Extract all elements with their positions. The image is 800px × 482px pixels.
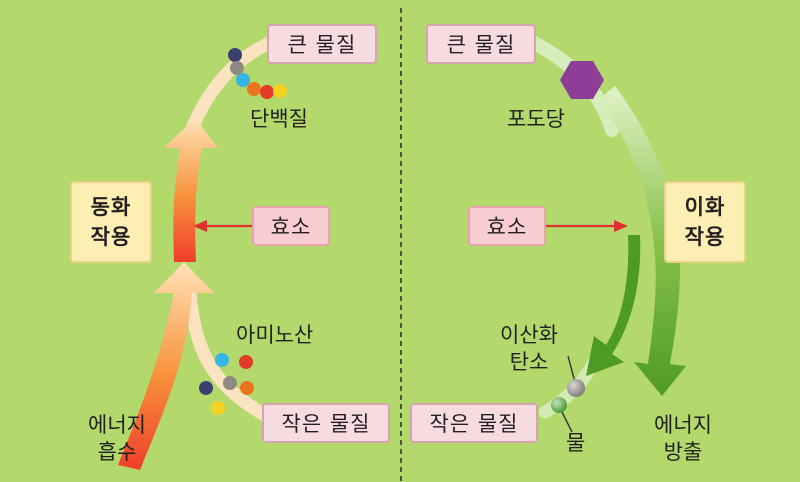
anabolism-small-material-box: 작은 물질 (262, 403, 390, 443)
co2-highlight (567, 379, 585, 397)
catabolism-arrow (598, 86, 686, 396)
protein-label: 단백질 (250, 107, 308, 131)
anabolism-enzyme-label: 효소 (270, 215, 312, 239)
energy-absorb-line2: 흡수 (97, 440, 137, 464)
catabolism-enzyme-box: 효소 (468, 206, 546, 246)
co2-label-line1: 이산화 (500, 323, 558, 347)
water-highlight (551, 397, 567, 413)
co2-label: 이산화 탄소 (500, 322, 558, 376)
energy-release-line1: 에너지 (654, 413, 712, 437)
energy-release-label: 에너지 방출 (654, 412, 712, 466)
protein-molecules (228, 48, 287, 99)
anabolism-arrow-upper (164, 118, 218, 262)
water-label: 물 (566, 431, 586, 455)
anabolism-process-box: 동화 작용 (70, 181, 152, 263)
co2-label-line2: 탄소 (509, 350, 549, 374)
anabolism-process-line2: 작용 (90, 225, 132, 249)
catabolism-process-box: 이화 작용 (664, 181, 746, 263)
catabolism-enzyme-label: 효소 (486, 215, 528, 239)
anabolism-large-material-label: 큰 물질 (287, 33, 357, 57)
amino-acid-molecules (199, 353, 254, 415)
catabolism-process-line1: 이화 (684, 195, 726, 219)
anabolism-small-material-label: 작은 물질 (281, 412, 371, 436)
anabolism-large-material-box: 큰 물질 (267, 24, 377, 64)
anabolism-enzyme-box: 효소 (252, 206, 330, 246)
water-pointer-line (560, 409, 573, 433)
glucose-label: 포도당 (507, 107, 565, 131)
amino-acid-label: 아미노산 (236, 323, 314, 347)
glucose-hexagon (560, 61, 604, 99)
catabolism-large-material-label: 큰 물질 (446, 33, 516, 57)
catabolism-process-line2: 작용 (684, 225, 726, 249)
catabolism-inner-arrow (586, 235, 641, 376)
anabolism-process-line1: 동화 (90, 195, 132, 219)
catabolism-large-material-box: 큰 물질 (426, 24, 536, 64)
energy-absorb-line1: 에너지 (88, 413, 146, 437)
catabolism-enzyme-arrowhead (614, 220, 628, 232)
energy-release-line2: 방출 (663, 440, 703, 464)
energy-absorb-label: 에너지 흡수 (88, 412, 146, 466)
anabolism-arrow (118, 262, 214, 470)
catabolism-small-material-box: 작은 물질 (410, 403, 538, 443)
anabolism-lower-arc (183, 285, 277, 425)
anabolism-enzyme-arrowhead (193, 220, 207, 232)
catabolism-small-material-label: 작은 물질 (429, 412, 519, 436)
